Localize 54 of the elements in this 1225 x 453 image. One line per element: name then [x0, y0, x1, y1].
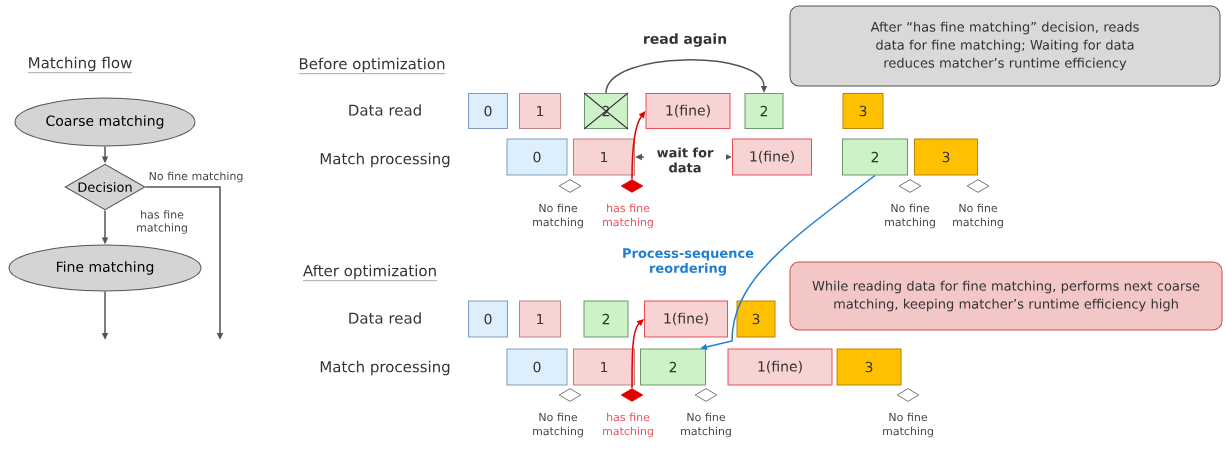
timeline-block: 2	[744, 93, 784, 129]
timeline-block: 0	[468, 300, 508, 338]
timeline-block: 0	[506, 348, 568, 386]
timeline-block: 2	[640, 348, 706, 386]
row-label: Data read	[349, 104, 421, 116]
timeline-block: 0	[506, 138, 568, 176]
timeline-block: 0	[468, 93, 508, 129]
edge-label: read again	[644, 33, 727, 47]
marker-caption: has fine matching	[603, 412, 653, 438]
section-title: After optimization	[302, 264, 438, 281]
decision-marker	[620, 179, 644, 193]
marker-caption: No fine matching	[883, 412, 933, 438]
marker-caption: No fine matching	[885, 203, 935, 229]
edge-label: has fine matching	[137, 210, 187, 234]
arrow	[605, 59, 768, 94]
marker-caption: No fine matching	[953, 203, 1003, 229]
timeline-block: 1(fine)	[645, 93, 731, 129]
marker-caption: No fine matching	[533, 203, 583, 229]
decision-marker	[694, 388, 718, 402]
decision-marker	[896, 388, 920, 402]
timeline-block: 1(fine)	[644, 300, 728, 338]
timeline-block: 1	[519, 93, 561, 129]
timeline-block: 1(fine)	[732, 138, 812, 176]
arrow	[631, 111, 646, 180]
callout-box: While reading data for fine matching, performs next coarse matching, keeping matcher’s runtime efficiency high	[789, 261, 1223, 331]
section-title: Before optimization	[298, 57, 446, 74]
row-label: Match processing	[320, 152, 450, 168]
timeline-block: 1	[573, 138, 635, 176]
timeline-block: 3	[836, 348, 902, 386]
decision-marker	[620, 388, 644, 402]
timeline-block: 3	[842, 93, 884, 129]
timeline-block: 1(fine)	[727, 348, 833, 386]
row-label: Match processing	[320, 360, 450, 376]
callout-box: After “has fine matching” decision, reads data for fine matching; Waiting for data reduces matcher’s runtime efficiency	[789, 5, 1221, 87]
timeline-block: 1	[573, 348, 635, 386]
marker-caption: No fine matching	[533, 412, 583, 438]
timeline-block: 1	[519, 300, 561, 338]
marker-caption: has fine matching	[603, 203, 653, 229]
arrow	[631, 319, 644, 389]
marker-caption: No fine matching	[681, 412, 731, 438]
section-title: Matching flow	[27, 56, 133, 73]
edge-label: wait for data	[644, 146, 726, 174]
timeline-block: 2	[842, 138, 908, 176]
decision-marker	[898, 179, 922, 193]
decision-marker	[558, 388, 582, 402]
decision-marker	[558, 179, 582, 193]
edge-label: Process-sequence reordering	[623, 248, 754, 276]
timeline-block: 2	[584, 93, 628, 129]
decision-marker	[966, 179, 990, 193]
row-label: Data read	[349, 312, 421, 324]
timeline-block: 3	[736, 300, 776, 338]
edge-label: No fine matching	[149, 171, 243, 183]
timeline-block: 2	[583, 300, 629, 338]
timeline-block: 3	[914, 138, 978, 176]
